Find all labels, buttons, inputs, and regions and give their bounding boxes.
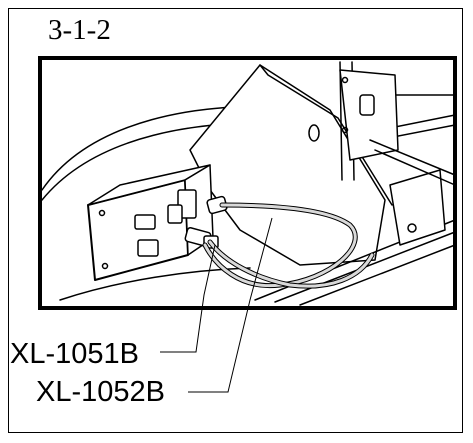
rail-diagonal-2	[374, 149, 456, 186]
callout-xl-1052b: XL-1052B	[36, 376, 165, 408]
side-bracket-screw	[341, 76, 349, 84]
leader-xl-1052b	[188, 217, 273, 393]
inset-content	[41, 61, 456, 306]
cable-xl-1052b-inner	[208, 240, 374, 288]
side-bracket-screw-2	[341, 126, 349, 134]
bracket-plate-edge	[259, 64, 393, 206]
leader-xl-1051b	[160, 244, 216, 353]
box-screw	[98, 209, 106, 217]
box-screw-2	[101, 262, 109, 270]
box-socket-2	[137, 239, 159, 257]
mount-block	[389, 169, 446, 246]
callout-xl-1051b: XL-1051B	[10, 338, 139, 370]
box-socket	[134, 214, 156, 230]
cable-xl-1051b-inner	[203, 203, 357, 288]
rail-vertical	[339, 61, 343, 181]
rail-lower-3	[299, 244, 456, 306]
mount-screw	[407, 223, 417, 233]
housing-bottom-curve	[59, 267, 251, 301]
leader-lines	[160, 217, 273, 393]
side-bracket-slot	[359, 94, 375, 116]
rail-diagonal	[369, 139, 456, 176]
box-connector-2	[167, 204, 183, 224]
step-label: 3-1-2	[48, 14, 111, 46]
bracket-hole	[308, 124, 320, 142]
